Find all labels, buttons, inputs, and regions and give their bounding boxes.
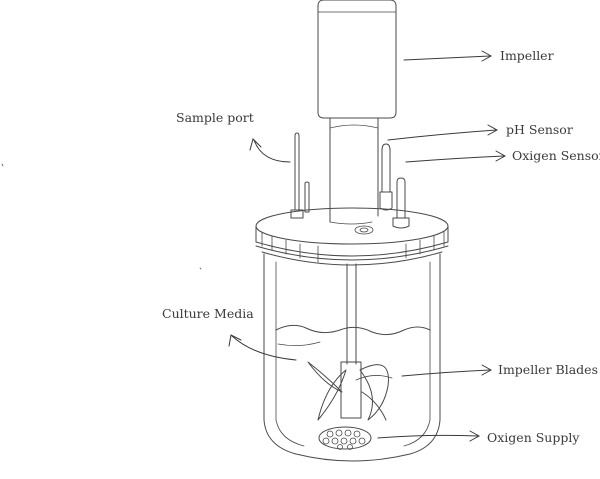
stray-mark-2 [199, 267, 202, 270]
label-impeller-blades: Impeller Blades [498, 362, 598, 377]
oxygen-sensor-arrow [405, 150, 507, 163]
culture-vessel [263, 253, 441, 462]
impeller-motor [317, 0, 397, 119]
sample-port-arrow [249, 138, 291, 163]
oxygen-supply-arrow [377, 430, 481, 442]
stray-mark [1, 163, 4, 167]
label-oxygen-supply: Oxigen Supply [487, 430, 580, 445]
drive-shaft-column [329, 117, 379, 225]
oxygen-sparger [318, 426, 372, 450]
label-sample-port: Sample port [176, 110, 254, 125]
impeller-shaft [346, 263, 357, 365]
label-ph-sensor: pH Sensor [506, 122, 573, 137]
impeller-blades-arrow [401, 364, 493, 377]
label-impeller: Impeller [500, 48, 554, 63]
impeller-blades [307, 361, 393, 421]
label-oxygen-sensor: Oxigen Sensor [512, 148, 600, 163]
sample-port-probe [290, 132, 304, 219]
ph-sensor-probe [379, 143, 393, 211]
culture-media-arrow [228, 334, 297, 361]
vessel-lid [255, 207, 449, 266]
oxygen-sensor-probe [392, 177, 410, 229]
impeller-arrow [403, 50, 493, 62]
ph-sensor-arrow [387, 124, 499, 141]
sample-port-probe-2 [304, 181, 310, 213]
culture-media-surface [275, 324, 431, 346]
label-culture-media: Culture Media [162, 306, 254, 321]
